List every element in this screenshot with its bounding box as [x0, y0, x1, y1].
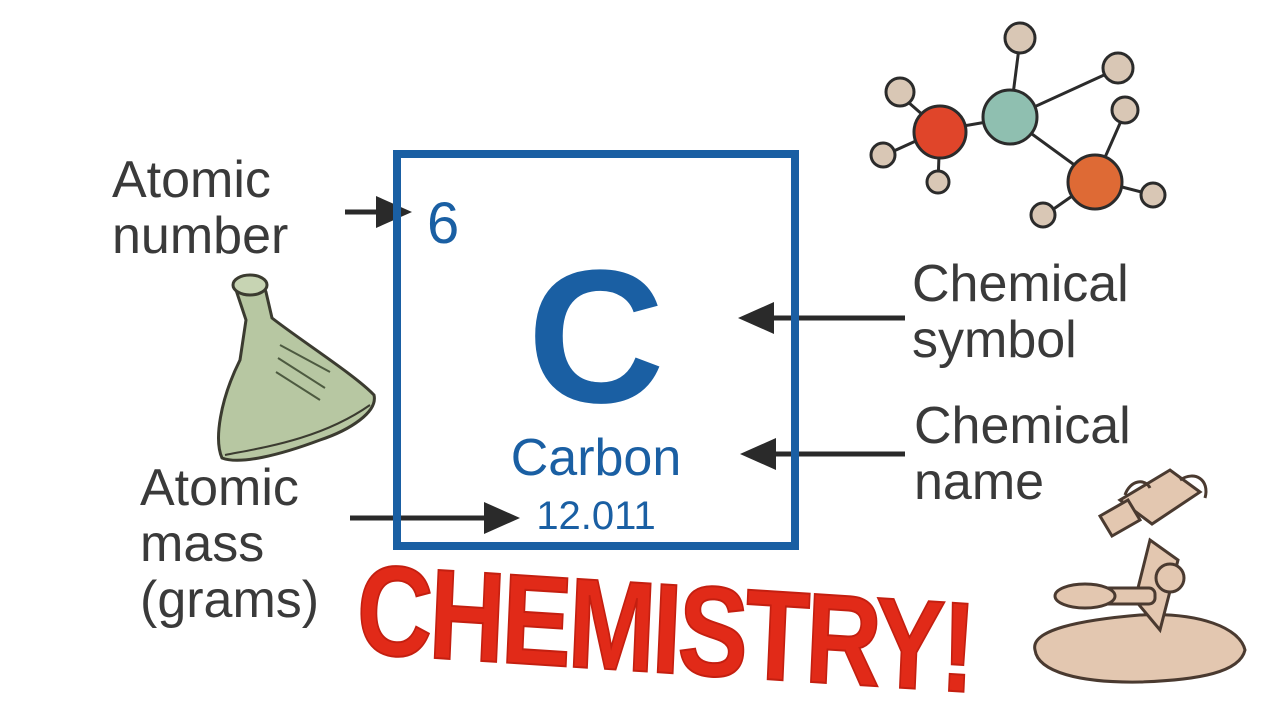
chemical-name-label: Chemical name: [914, 398, 1131, 510]
element-tile: 6 C Carbon 12.011: [393, 150, 799, 550]
atomic-mass-label: Atomic mass (grams): [140, 460, 319, 628]
chemical-name-label-line-2: name: [914, 453, 1045, 511]
atomic-mass-label-line-1: Atomic: [140, 459, 299, 517]
chemical-symbol-label-line-1: Chemical: [912, 255, 1129, 313]
molecule-icon: [869, 21, 1167, 229]
chemical-symbol-label-line-2: symbol: [912, 311, 1077, 369]
chemical-symbol-label: Chemical symbol: [912, 256, 1129, 368]
microscope-icon: [1033, 468, 1247, 684]
chemical-symbol: C: [527, 231, 665, 443]
arrow-atomic-mass: [350, 502, 520, 534]
atomic-mass: 12.011: [536, 494, 656, 538]
atomic-number-label-line-1: Atomic: [112, 151, 271, 209]
flask-icon: [217, 273, 376, 462]
chemical-name: Carbon: [510, 429, 682, 487]
atomic-number: 6: [427, 191, 460, 256]
chemical-name-label-line-1: Chemical: [914, 397, 1131, 455]
atomic-mass-label-line-3: (grams): [140, 571, 320, 629]
atomic-number-label: Atomic number: [112, 152, 288, 264]
atomic-mass-label-line-2: mass: [140, 515, 265, 573]
atomic-number-label-line-2: number: [112, 207, 289, 265]
